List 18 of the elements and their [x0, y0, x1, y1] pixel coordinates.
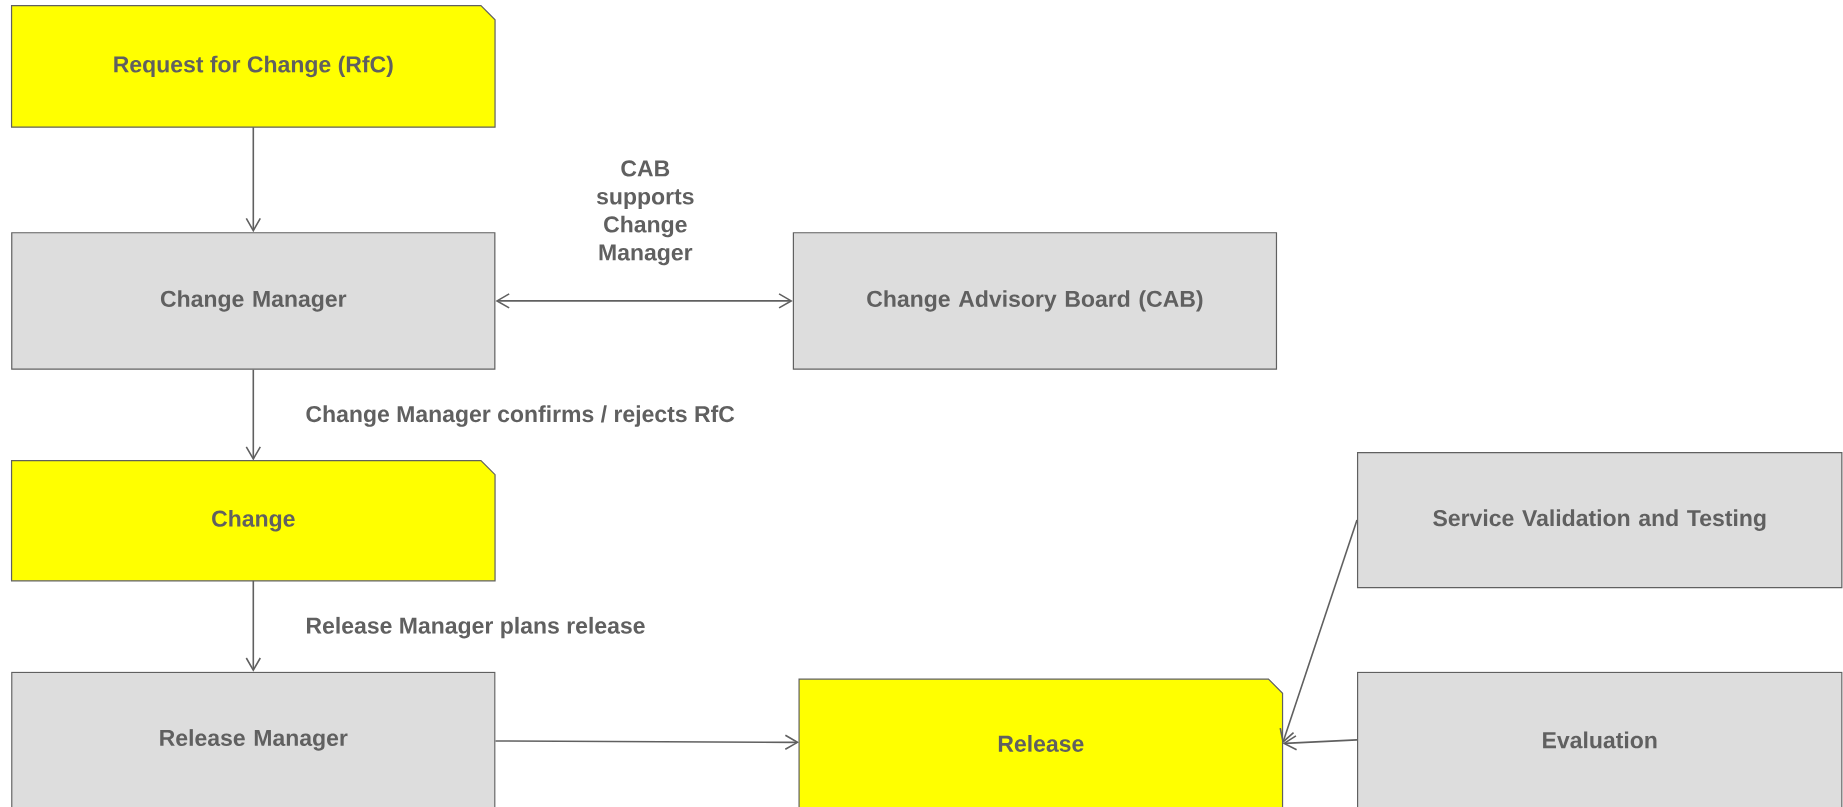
document-box: Change: [10, 459, 496, 582]
arrow: [245, 126, 262, 233]
edge-label: Release Manager plans release: [303, 614, 648, 641]
process-box: Change Advisory Board (CAB): [792, 232, 1278, 370]
process-box: Service Validation and Testing: [1357, 451, 1843, 589]
edge-label: CAB supports Change Manager: [566, 158, 724, 268]
arrow: [495, 293, 793, 309]
arrow: [1279, 519, 1358, 744]
document-box: Request for Change (RfC): [10, 5, 496, 128]
process-box: Evaluation: [1357, 671, 1843, 807]
arrow: [245, 580, 262, 672]
arrow: [494, 734, 800, 751]
arrow: [245, 368, 262, 461]
process-box: Change Manager: [11, 232, 496, 370]
document-box: Release: [798, 678, 1284, 807]
arrow: [1282, 735, 1358, 751]
process-box: Release Manager: [11, 671, 496, 807]
edge-label: Change Manager confirms / rejects RfC: [303, 403, 737, 429]
